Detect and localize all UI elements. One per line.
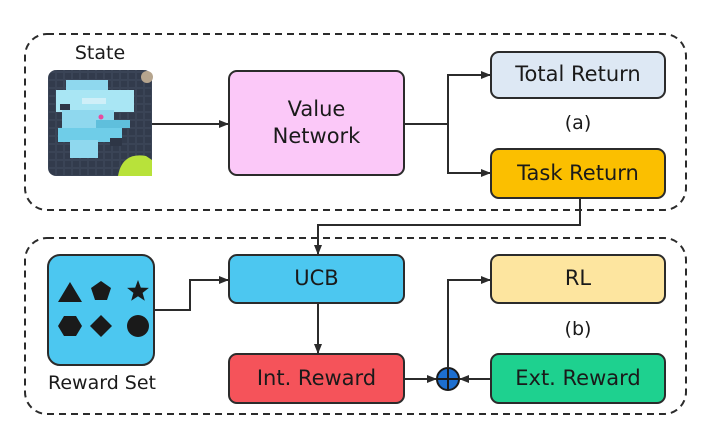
rl-box: RL	[490, 254, 666, 304]
reward-set-box	[47, 254, 155, 366]
arrow-to-task-return	[447, 124, 491, 177]
ucb-box: UCB	[228, 254, 405, 304]
star-icon	[127, 280, 149, 301]
arrow-task-return-to-ucb	[314, 199, 581, 255]
pentagon-icon	[91, 281, 111, 300]
ext-reward-box: Ext. Reward	[490, 353, 666, 404]
reward-set-label: Reward Set	[48, 372, 156, 394]
arrow-to-total-return	[447, 71, 491, 124]
state-image	[48, 70, 153, 176]
int-reward-box: Int. Reward	[228, 353, 405, 404]
triangle-icon	[58, 282, 82, 302]
state-label: State	[74, 42, 126, 64]
arrow-sum-to-rl	[447, 276, 491, 367]
value-network-box: Value Network	[228, 70, 405, 176]
plus-circle-icon	[436, 367, 460, 391]
circle-icon	[127, 315, 149, 337]
task-return-box: Task Return	[490, 148, 666, 199]
panel-b-tag: (b)	[564, 318, 592, 340]
diamond-icon	[90, 315, 112, 337]
total-return-box: Total Return	[490, 51, 666, 99]
arrow-reward-set-to-ucb	[154, 276, 229, 311]
hexagon-icon	[58, 316, 82, 336]
panel-a-tag: (a)	[564, 112, 592, 134]
